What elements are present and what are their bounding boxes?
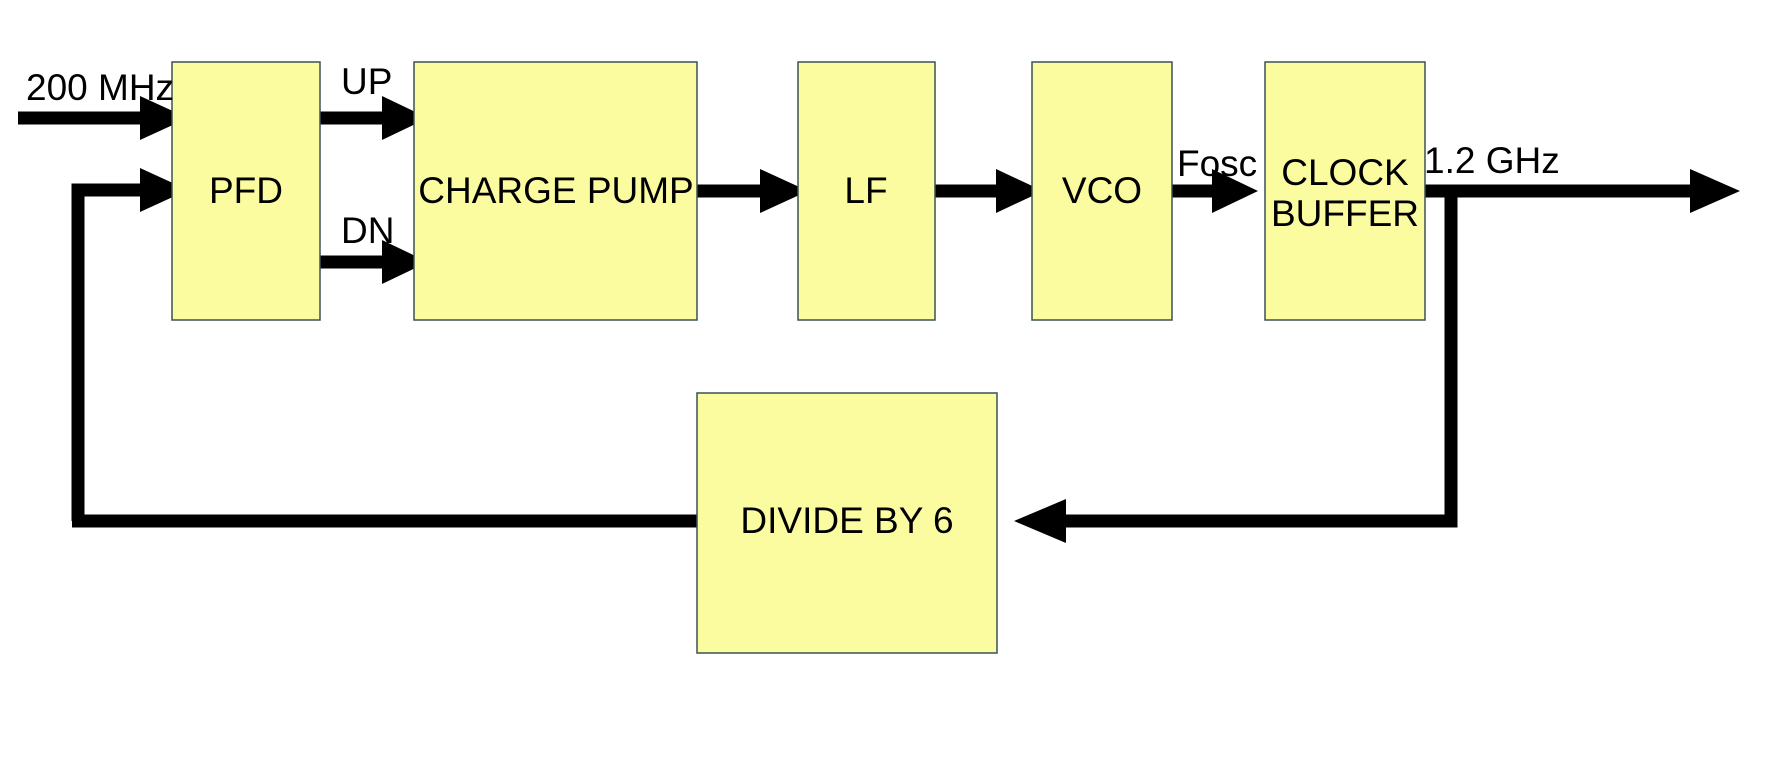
block-pfd[interactable]: PFD — [171, 61, 321, 321]
block-clock-buffer[interactable]: CLOCK BUFFER — [1264, 61, 1426, 321]
block-lf-label: LF — [844, 170, 887, 211]
block-lf[interactable]: LF — [797, 61, 936, 321]
connection-pfd-dn-to-chargepump — [320, 240, 428, 284]
connection-lf-to-vco — [935, 169, 1043, 213]
label-input-frequency: 200 MHz — [26, 67, 174, 108]
connection-feedback-to-pfd — [71, 168, 188, 521]
block-vco[interactable]: VCO — [1031, 61, 1173, 321]
block-vco-label: VCO — [1062, 170, 1142, 211]
block-charge-pump[interactable]: CHARGE PUMP — [413, 61, 698, 321]
label-dn-signal: DN — [341, 210, 394, 251]
connection-clockbuffer-to-output — [1425, 169, 1740, 213]
connection-chargepump-to-lf — [697, 169, 808, 213]
block-clock-buffer-label-line2: BUFFER — [1271, 193, 1419, 234]
block-charge-pump-label: CHARGE PUMP — [418, 170, 693, 211]
block-divide-by-6[interactable]: DIVIDE BY 6 — [696, 392, 998, 654]
label-up-signal: UP — [341, 61, 392, 102]
block-pfd-label: PFD — [209, 170, 283, 211]
connection-input-to-pfd — [18, 96, 188, 140]
connection-clockbuffer-to-divider — [1014, 191, 1458, 543]
connection-pfd-up-to-chargepump — [320, 96, 428, 140]
block-divide-by-6-label: DIVIDE BY 6 — [740, 500, 953, 541]
block-clock-buffer-label-line1: CLOCK — [1281, 152, 1409, 193]
label-output-frequency: 1.2 GHz — [1424, 140, 1560, 181]
connection-vco-to-clockbuffer — [1172, 169, 1258, 213]
label-fosc-signal: Fosc — [1177, 143, 1257, 184]
